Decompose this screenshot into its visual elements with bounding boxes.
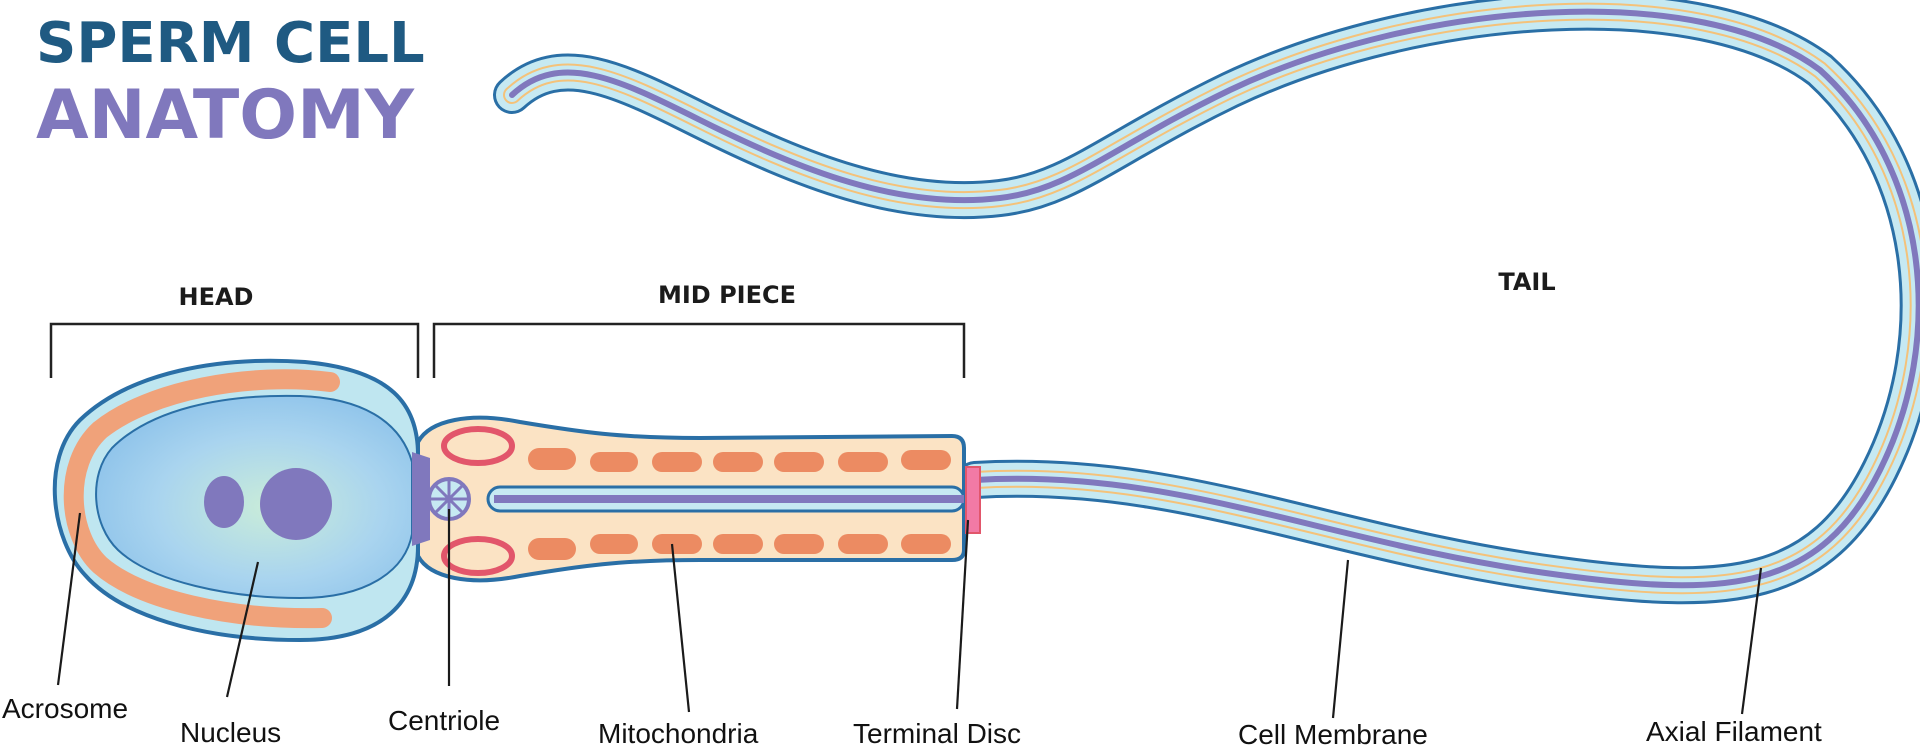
label-terminal-disc: Terminal Disc [853,718,1021,747]
head [52,358,430,643]
tail [493,0,1920,605]
mid-piece-bracket [432,322,966,378]
label-centriole: Centriole [388,705,500,736]
section-label-head: HEAD [179,283,254,311]
leader-axial-filament [1740,567,1763,715]
leader-cell-membrane [1331,559,1350,719]
section-label-mid-piece: MID PIECE [658,281,796,309]
label-cell-membrane: Cell Membrane [1238,719,1428,747]
mitochondria [528,448,951,560]
title-line-1: SPERM CELL [36,11,425,76]
centriole-icon [427,477,471,521]
label-mitochondria: Mitochondria [598,718,759,747]
label-axial-filament: Axial Filament [1646,716,1822,747]
section-label-tail: TAIL [1498,268,1555,296]
nucleus [95,394,413,600]
title-line-2: ANATOMY [36,76,415,155]
leader-nucleus [225,561,260,698]
chromatin-small [204,476,244,528]
label-acrosome: Acrosome [2,693,128,724]
head-bracket [49,322,420,378]
chromatin-large [260,468,332,540]
mitochondria-ring [441,536,515,576]
leader-acrosome [56,512,82,686]
terminal-disc [965,466,981,534]
label-nucleus: Nucleus [180,717,281,747]
acrosome [63,369,340,629]
mid-piece [416,415,981,583]
leader-terminal-disc [955,519,970,710]
leader-mitochondria [670,543,691,713]
mitochondria-ring [441,426,515,466]
